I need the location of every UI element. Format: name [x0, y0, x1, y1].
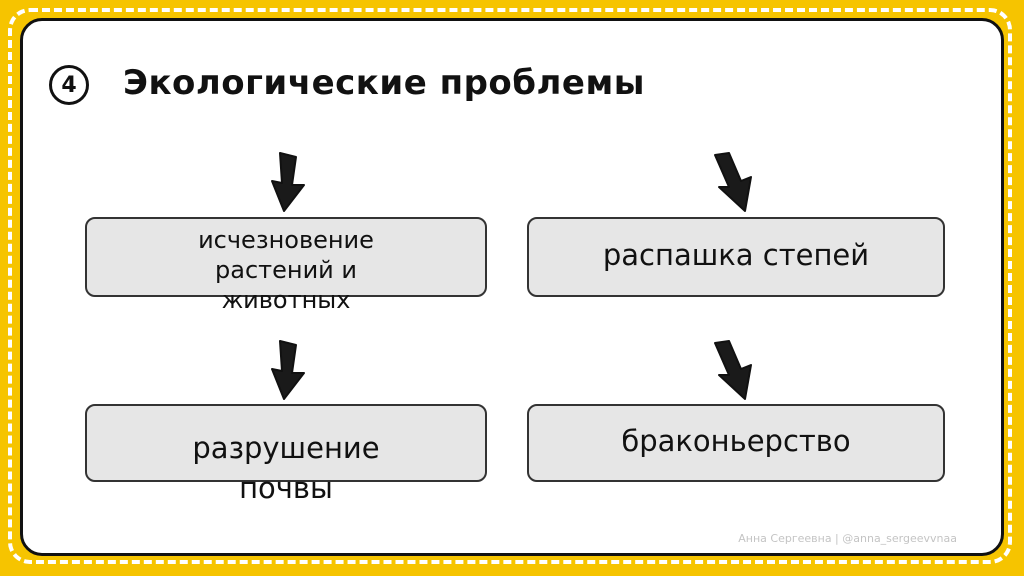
author-watermark: Анна Сергеевна | @anna_sergeevvnaa	[738, 532, 957, 545]
problem-label: распашка степей	[602, 238, 870, 272]
outer-dashed-frame	[8, 8, 1012, 564]
down-arrow-icon	[714, 340, 752, 400]
problem-box-steppe-plowing: распашка степей	[527, 217, 945, 297]
slide-card: 4 Экологические проблемы исчезновение ра…	[20, 18, 1004, 556]
slide-title: Экологические проблемы	[123, 63, 646, 103]
problem-label: браконьерство	[621, 424, 851, 458]
problem-box-poaching: браконьерство	[527, 404, 945, 482]
problem-box-soil-destruction: разрушение почвы	[85, 404, 487, 505]
problem-label: разрушение почвы	[192, 431, 380, 505]
problem-label: исчезновение растений и животных	[198, 226, 374, 314]
slide-number: 4	[61, 72, 77, 98]
down-arrow-icon	[271, 152, 305, 212]
slide-number-badge: 4	[49, 65, 89, 105]
down-arrow-icon	[271, 340, 305, 400]
down-arrow-icon	[714, 152, 752, 212]
problem-box-extinction: исчезновение растений и животных	[85, 217, 487, 314]
